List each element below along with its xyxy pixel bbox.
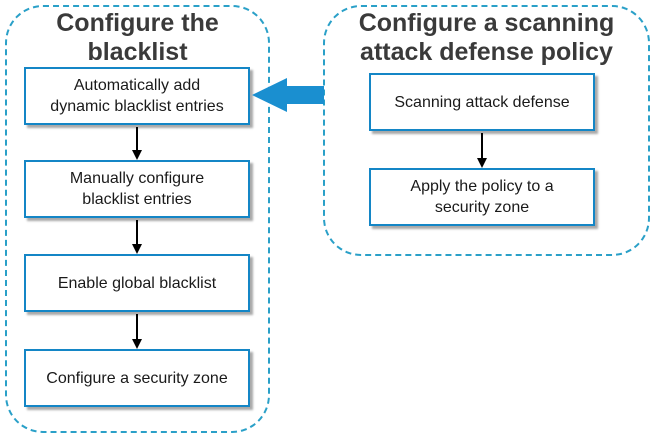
step-label: Automatically add	[73, 77, 201, 94]
step-label: blacklist entries	[82, 191, 192, 208]
step-label: Manually configure	[69, 170, 205, 187]
step-apply-policy-to-zone: Apply the policy to a security zone	[369, 168, 595, 226]
step-label: Scanning attack defense	[394, 93, 570, 111]
title-line: Configure the	[56, 9, 219, 37]
step-label: dynamic blacklist entries	[50, 98, 224, 115]
step-manually-configure-entries: Manually configure blacklist entries	[24, 160, 250, 218]
title-line: attack defense policy	[360, 38, 613, 66]
step-label: Configure a security zone	[46, 369, 228, 387]
title-line: blacklist	[87, 38, 188, 66]
step-label: Apply the policy to a	[410, 178, 554, 195]
blacklist-group-title: Configure the blacklist	[7, 9, 268, 67]
step-label: security zone	[434, 199, 530, 216]
step-scanning-attack-defense: Scanning attack defense	[369, 73, 595, 131]
scanning-policy-group-title: Configure a scanning attack defense poli…	[325, 9, 648, 67]
step-configure-security-zone: Configure a security zone	[24, 349, 250, 407]
scanning-policy-group: Configure a scanning attack defense poli…	[323, 5, 650, 256]
blacklist-group: Configure the blacklist	[5, 5, 270, 433]
step-label: Enable global blacklist	[57, 274, 217, 292]
title-line: Configure a scanning	[358, 9, 615, 37]
step-auto-add-dynamic-entries: Automatically add dynamic blacklist entr…	[24, 67, 250, 125]
step-enable-global-blacklist: Enable global blacklist	[24, 254, 250, 312]
